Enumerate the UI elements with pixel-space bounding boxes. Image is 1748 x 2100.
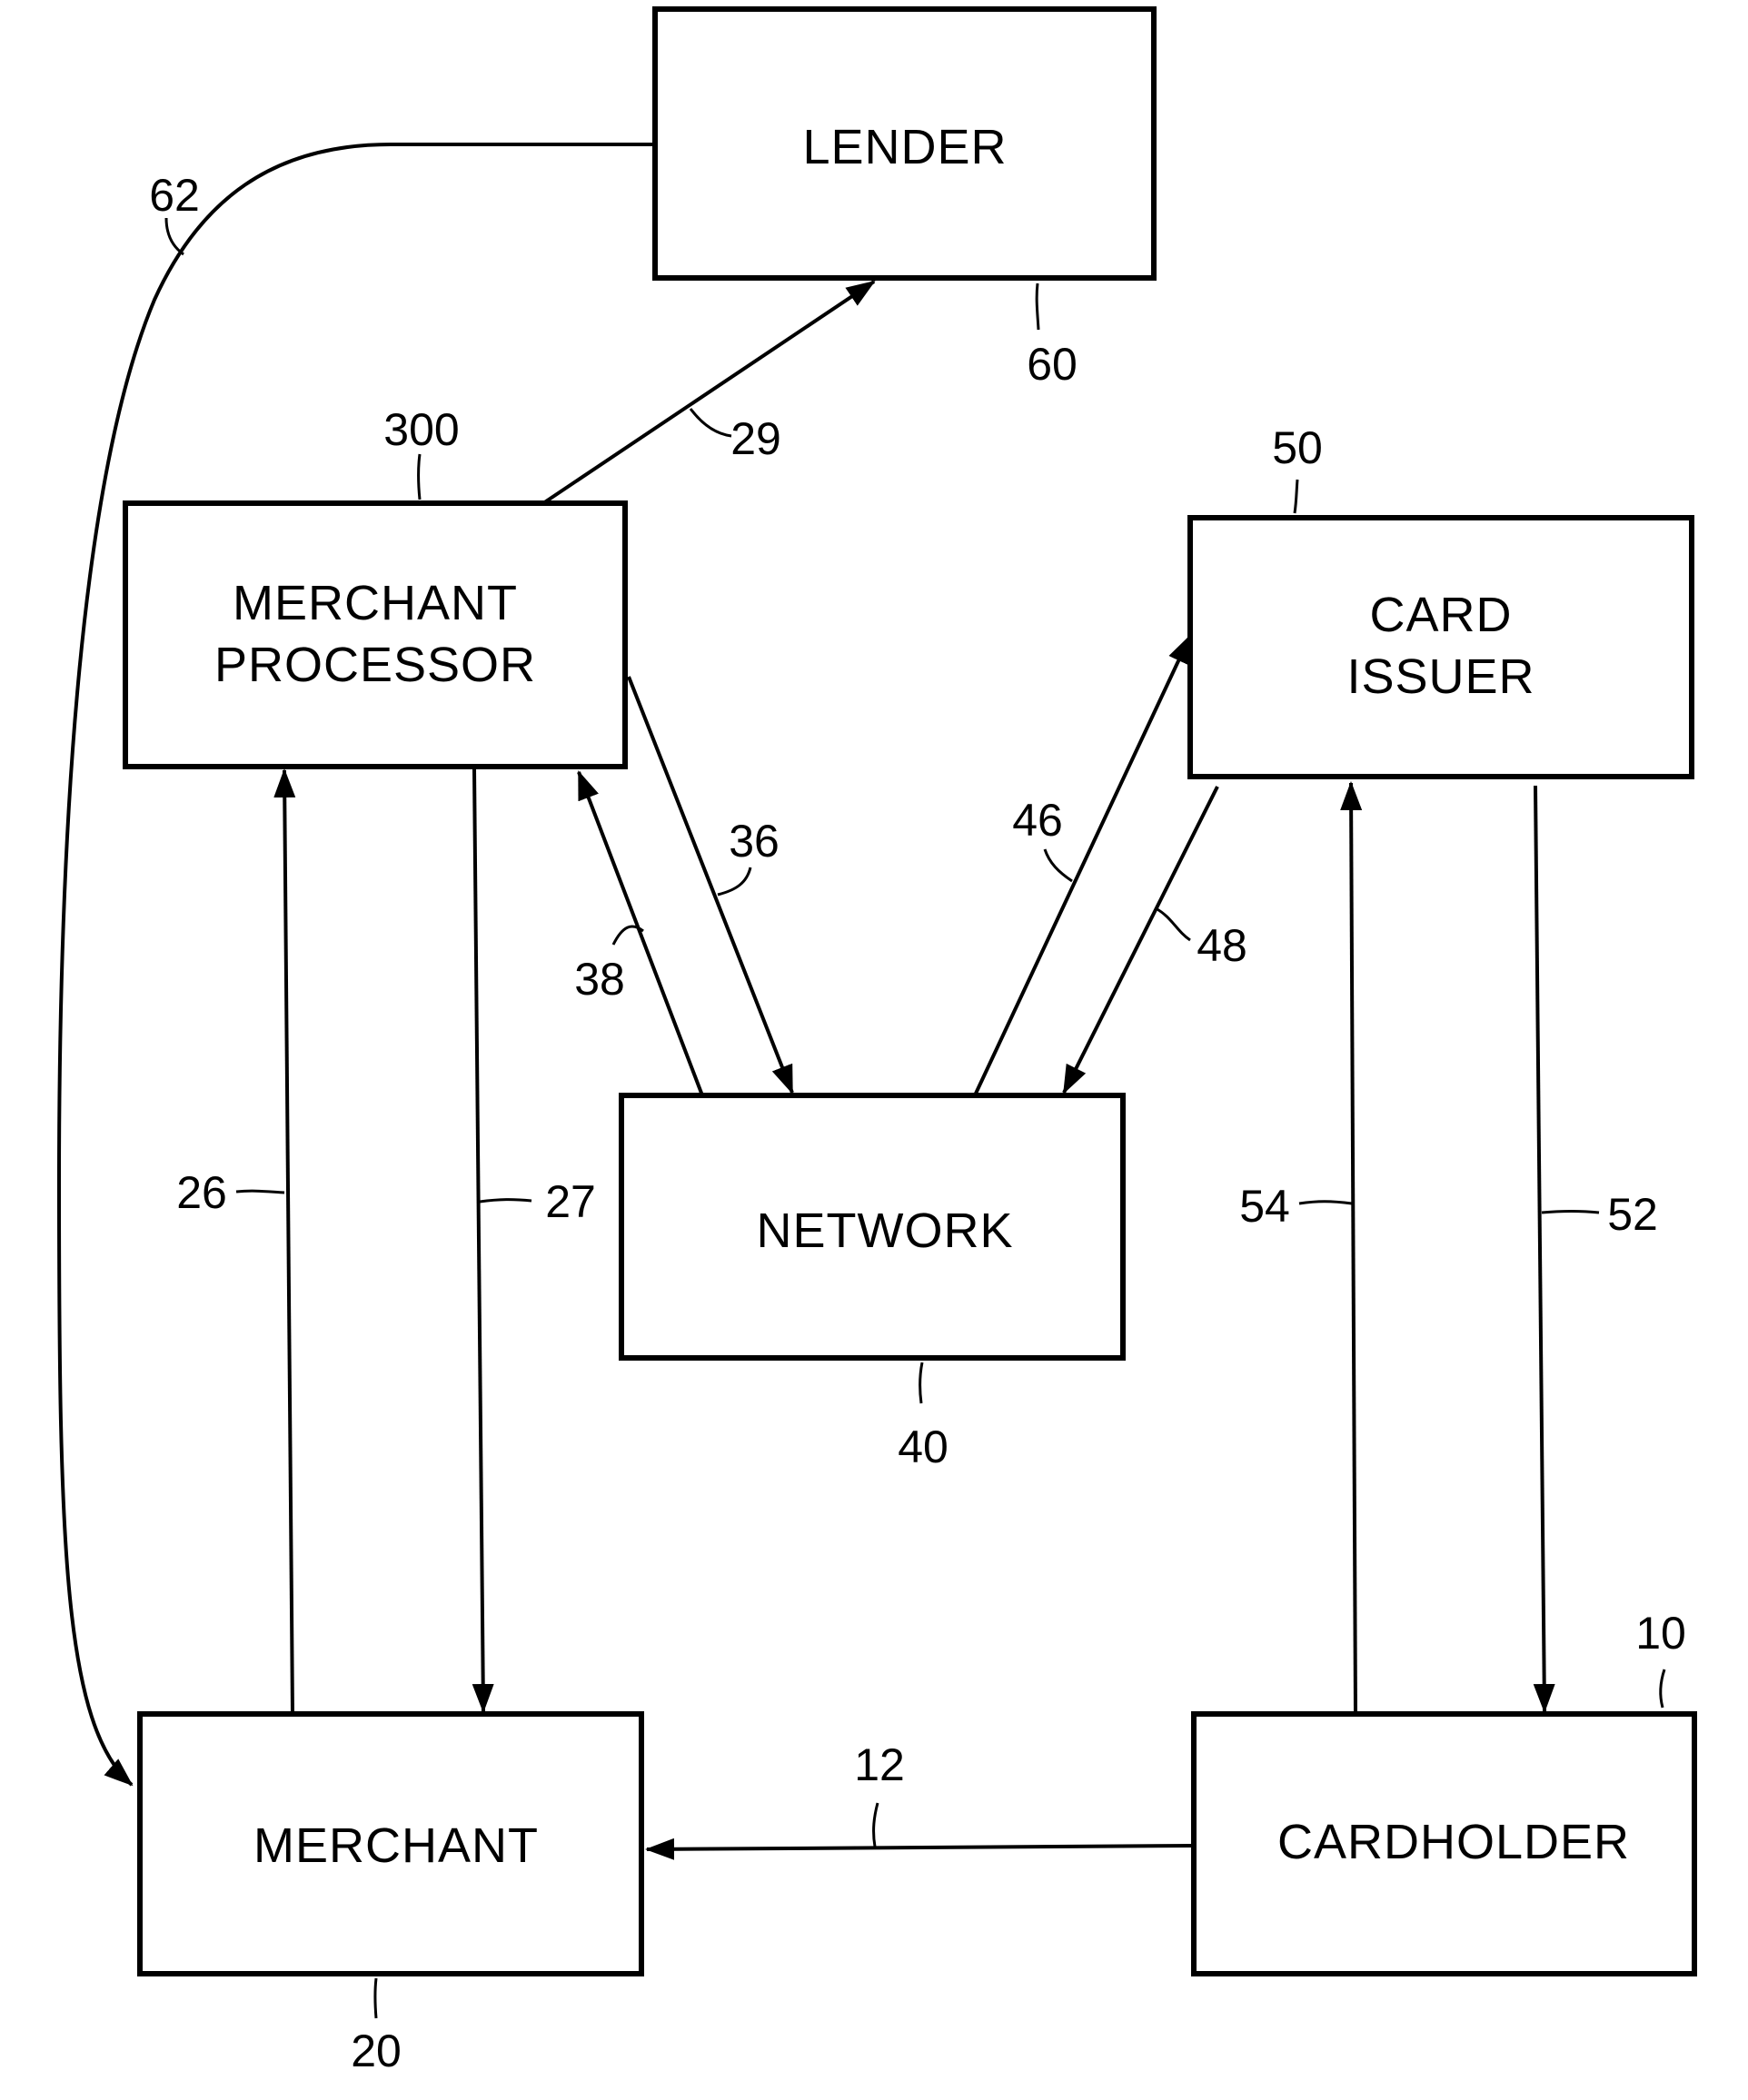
edge-36 [627,676,794,1095]
ref-36: 36 [729,816,780,867]
lender-box [652,6,1157,281]
leader-46 [1043,848,1073,883]
leader-62 [164,217,184,256]
edge-38 [577,770,704,1096]
node-cardholder: CARDHOLDER [1191,1711,1697,1976]
edges [56,143,1555,1860]
ref-26: 26 [176,1167,227,1218]
lender-label: LENDER [802,120,1007,174]
edge-48 [1062,786,1219,1095]
card-issuer-label-line1: CARD [1369,588,1512,642]
reference-numbers: 60 300 50 40 20 10 12 26 27 29 36 38 46 … [149,170,1686,2076]
network-box [619,1093,1126,1361]
ref-29: 29 [730,413,781,464]
ref-52: 52 [1607,1189,1658,1240]
merchant-label: MERCHANT [253,1818,539,1873]
leader-54 [1298,1200,1353,1205]
leader-10 [1659,1669,1666,1709]
card-issuer-box [1187,515,1694,779]
ref-54: 54 [1239,1181,1290,1232]
ref-62: 62 [149,170,200,221]
merchant-box [137,1711,644,1976]
ref-46: 46 [1012,795,1063,846]
ref-12: 12 [854,1739,905,1790]
merchant-processor-box [123,500,628,769]
edge-26 [273,768,296,1715]
node-merchant: MERCHANT [137,1711,644,1976]
leader-12 [872,1802,879,1847]
leader-38 [611,925,644,946]
ref-40: 40 [898,1421,948,1472]
ref-300: 300 [383,404,459,455]
leader-26 [235,1189,285,1194]
edge-52 [1533,785,1555,1713]
node-lender: LENDER [652,6,1157,281]
node-merchant-processor: MERCHANT PROCESSOR [123,500,628,769]
leader-300 [417,453,422,500]
network-label: NETWORK [757,1204,1014,1258]
ref-10: 10 [1635,1608,1686,1659]
leader-52 [1541,1210,1600,1214]
leader-50 [1293,479,1299,514]
leader-60 [1035,282,1040,331]
leader-48 [1155,906,1191,942]
merchant-processor-label-line2: PROCESSOR [214,638,536,692]
ref-50: 50 [1272,422,1323,473]
node-network: NETWORK [619,1093,1126,1361]
leader-36 [717,867,752,896]
leader-29 [689,408,732,438]
edge-12 [645,1838,1195,1860]
edge-46 [973,634,1192,1096]
merchant-processor-label-line1: MERCHANT [233,576,518,630]
cardholder-label: CARDHOLDER [1277,1815,1630,1869]
ref-27: 27 [545,1176,596,1227]
edge-29 [541,280,876,505]
leader-lines [164,217,1666,2019]
ref-48: 48 [1197,920,1247,971]
ref-20: 20 [351,2026,402,2076]
leader-40 [919,1362,924,1404]
edge-54 [1340,781,1363,1715]
ref-38: 38 [574,954,625,1005]
edge-62 [56,143,655,1787]
cardholder-box [1191,1711,1697,1976]
edge-27 [472,768,494,1713]
leader-20 [373,1977,378,2019]
leader-27 [479,1198,532,1204]
node-card-issuer: CARD ISSUER [1187,515,1694,779]
card-issuer-label-line2: ISSUER [1346,649,1534,704]
ref-60: 60 [1027,339,1078,390]
